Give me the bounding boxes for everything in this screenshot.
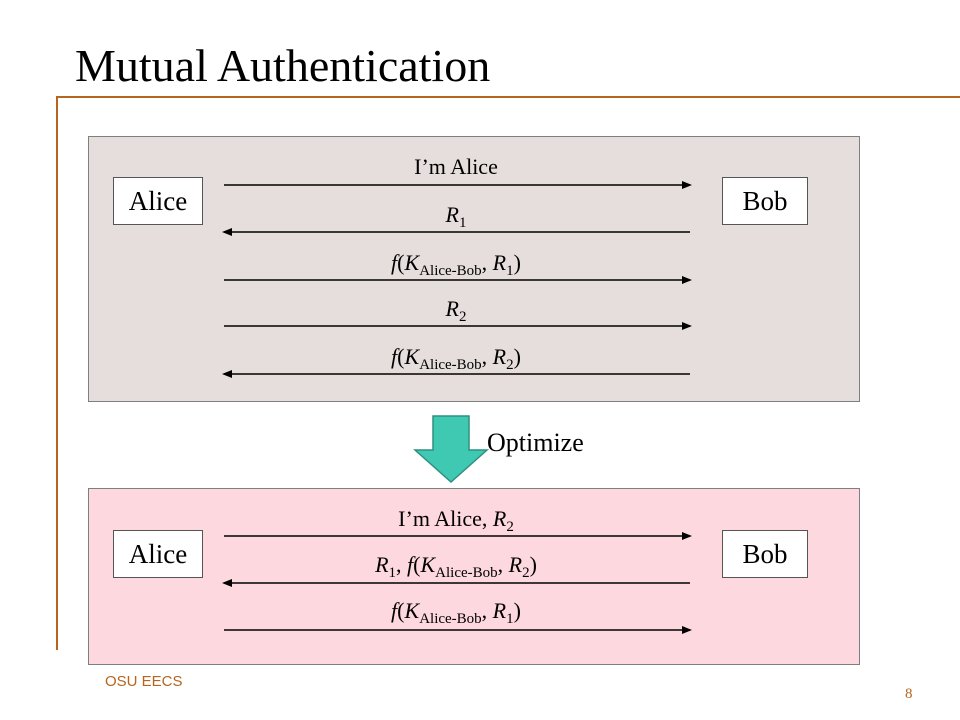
title-underline bbox=[56, 96, 960, 98]
optimize-down-arrow bbox=[413, 415, 489, 484]
slide-title: Mutual Authentication bbox=[75, 40, 491, 91]
left-margin-rule bbox=[56, 96, 58, 650]
bottom-message-1-arrow bbox=[224, 532, 692, 540]
top-message-1-arrow bbox=[224, 181, 692, 189]
top-message-4-arrow bbox=[224, 322, 692, 330]
top-message-5-label: f(KAlice-Bob, R2) bbox=[391, 344, 521, 373]
bottom-message-1-label: I’m Alice, R2 bbox=[398, 506, 514, 535]
top-message-2-arrow bbox=[222, 228, 690, 236]
top-message-5-arrow bbox=[222, 370, 690, 378]
bob-box: Bob bbox=[722, 177, 808, 225]
optimize-label: Optimize bbox=[487, 428, 584, 457]
top-message-1-label: I’m Alice bbox=[414, 154, 498, 179]
alice-box-optimized: Alice bbox=[113, 530, 203, 578]
page-number: 8 bbox=[905, 686, 913, 702]
bottom-message-3-label: f(KAlice-Bob, R1) bbox=[391, 598, 521, 627]
bottom-message-3-arrow bbox=[224, 626, 692, 634]
top-message-3-label: f(KAlice-Bob, R1) bbox=[391, 250, 521, 279]
alice-box: Alice bbox=[113, 177, 203, 225]
bob-box-optimized: Bob bbox=[722, 530, 808, 578]
top-message-2-label: R1 bbox=[445, 202, 467, 231]
top-message-4-label: R2 bbox=[445, 296, 467, 325]
bottom-message-2-label: R1, f(KAlice-Bob, R2) bbox=[375, 552, 537, 581]
footer-label: OSU EECS bbox=[105, 673, 183, 690]
bottom-message-2-arrow bbox=[222, 579, 690, 587]
top-message-3-arrow bbox=[224, 276, 692, 284]
